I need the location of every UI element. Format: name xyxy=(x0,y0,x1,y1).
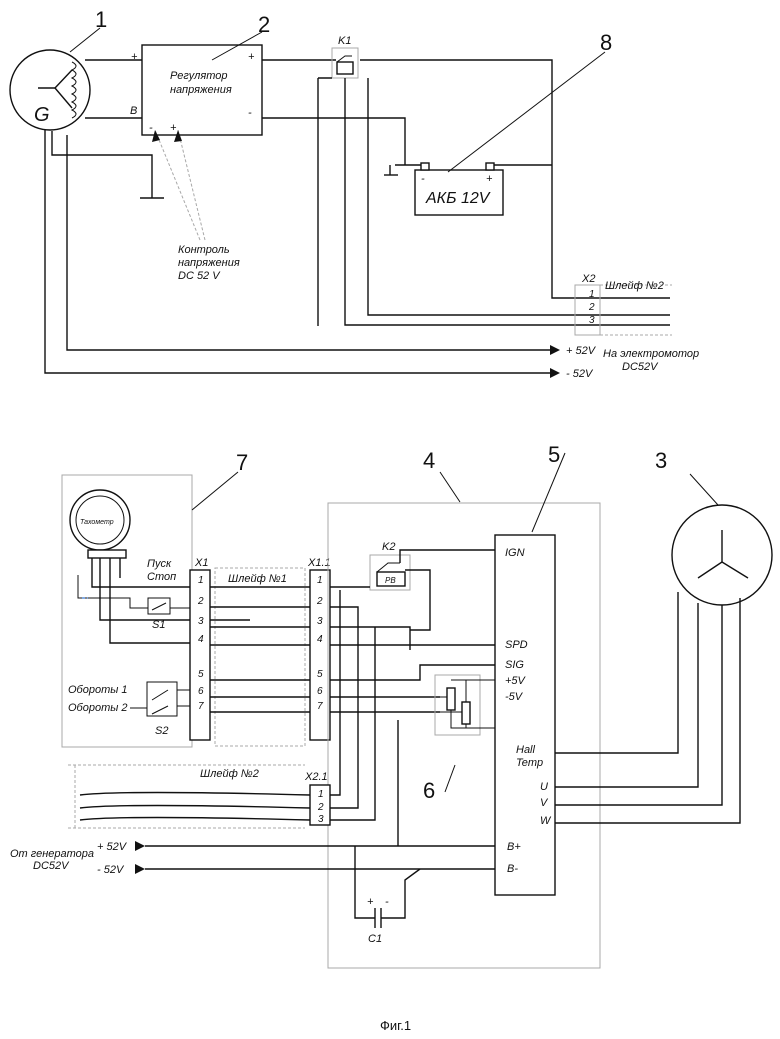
tachometer: Тахометр xyxy=(70,490,130,558)
x2-pin-2: 2 xyxy=(588,302,595,313)
x1-1-pin-7: 7 xyxy=(317,701,323,712)
x2-label: X2 xyxy=(581,273,595,285)
capacitor-minus: - xyxy=(385,896,389,908)
voltage-regulator: Регулятор напряжения + - - + xyxy=(142,45,262,135)
x2-1-pin-1: 1 xyxy=(318,789,324,800)
pin-b-plus: B+ xyxy=(507,841,521,853)
x1-1-pin-5: 5 xyxy=(317,669,323,680)
callout-8: 8 xyxy=(600,30,612,55)
pin-spd: SPD xyxy=(505,639,528,651)
to-motor-line2: DC52V xyxy=(622,361,659,373)
motor-controller: IGN SPD SIG +5V -5V Hall Temp U V W B+ B… xyxy=(495,535,555,895)
x1-1-label: X1.1 xyxy=(307,557,331,569)
x2-1-label: X2.1 xyxy=(304,771,328,783)
tachometer-label: Тахометр xyxy=(80,519,114,526)
regulator-minus-ctrl: - xyxy=(149,122,153,134)
regulator-minus-out: - xyxy=(248,107,252,119)
battery: АКБ 12V - + xyxy=(415,163,503,215)
x1-pin-2: 2 xyxy=(197,596,204,607)
battery-plus: + xyxy=(486,173,493,185)
pin-minus-5v: -5V xyxy=(505,691,524,703)
connector-x1: X1 1 2 3 4 5 6 7 xyxy=(190,557,210,740)
callout-7: 7 xyxy=(236,450,248,475)
generator: G xyxy=(10,50,90,130)
output-plus-52v: + 52V xyxy=(566,345,597,357)
callout-5: 5 xyxy=(548,442,560,467)
callout-4: 4 xyxy=(423,448,435,473)
x1-pin-3: 3 xyxy=(198,616,204,627)
pin-plus-5v: +5V xyxy=(505,675,527,687)
regulator-line1: Регулятор xyxy=(170,70,228,82)
x1-1-pin-4: 4 xyxy=(317,634,323,645)
x1-label: X1 xyxy=(194,557,208,569)
switch-s1-label: S1 xyxy=(152,619,165,631)
callout-1: 1 xyxy=(95,7,107,32)
x1-pin-4: 4 xyxy=(198,634,204,645)
generator-plus-label: + xyxy=(131,51,138,63)
generator-b-label: B xyxy=(130,105,137,117)
start-label: Пуск xyxy=(147,558,172,570)
to-motor-line1: На электромотор xyxy=(603,348,699,360)
output-minus-52v: - 52V xyxy=(566,368,594,380)
capacitor-c1: + - C1 xyxy=(355,846,420,945)
x2-1-pin-3: 3 xyxy=(318,814,324,825)
input-plus-52v: + 52V xyxy=(97,841,128,853)
x1-1-pin-6: 6 xyxy=(317,686,323,697)
input-minus-52v: - 52V xyxy=(97,864,125,876)
relay-k2: PB K2 xyxy=(370,541,410,590)
cable-1-label: Шлейф №1 xyxy=(228,573,287,585)
x2-cable-label: Шлейф №2 xyxy=(605,280,664,292)
callout-2: 2 xyxy=(258,12,270,37)
connector-x2-1: X2.1 1 2 3 xyxy=(304,771,330,825)
potentiometer-block xyxy=(435,675,495,735)
control-line2: напряжения xyxy=(178,257,240,269)
battery-label: АКБ 12V xyxy=(425,190,491,207)
capacitor-plus: + xyxy=(367,896,374,908)
from-generator-line1: От генератора xyxy=(10,848,94,860)
pin-sig: SIG xyxy=(505,659,524,671)
pin-hall: Hall xyxy=(516,744,536,756)
figure-caption: Фиг.1 xyxy=(380,1018,411,1033)
x2-pin-1: 1 xyxy=(589,289,595,300)
battery-minus: - xyxy=(421,173,425,185)
cable-2-label: Шлейф №2 xyxy=(200,768,259,780)
relay-k2-rb: PB xyxy=(385,576,396,585)
x2-1-pin-2: 2 xyxy=(317,802,324,813)
regulator-plus-ctrl: + xyxy=(170,122,177,134)
x1-1-pin-1: 1 xyxy=(317,575,323,586)
pin-b-minus: B- xyxy=(507,863,518,875)
from-generator-line2: DC52V xyxy=(33,860,70,872)
capacitor-label: C1 xyxy=(368,933,382,945)
electric-motor xyxy=(672,505,772,605)
regulator-line2: напряжения xyxy=(170,84,232,96)
x2-pin-3: 3 xyxy=(589,315,595,326)
pin-w: W xyxy=(540,815,552,827)
relay-k1: K1 xyxy=(332,35,358,78)
pin-u: U xyxy=(540,781,548,793)
relay-k2-label: K2 xyxy=(382,541,395,553)
callout-3: 3 xyxy=(655,448,667,473)
speed-2-label: Обороты 2 xyxy=(68,702,128,714)
relay-k1-label: K1 xyxy=(338,35,351,47)
x1-pin-1: 1 xyxy=(198,575,204,586)
generator-letter: G xyxy=(34,104,50,126)
regulator-plus-out: + xyxy=(248,51,255,63)
stop-label: Стоп xyxy=(147,571,176,583)
control-line3: DC 52 V xyxy=(178,270,221,282)
pin-temp: Temp xyxy=(516,757,543,769)
x1-1-pin-2: 2 xyxy=(316,596,323,607)
x1-pin-6: 6 xyxy=(198,686,204,697)
connector-x1-1: X1.1 1 2 3 4 5 6 7 xyxy=(307,557,331,740)
cable-1-frame xyxy=(215,568,305,746)
pin-ign: IGN xyxy=(505,547,525,559)
callout-6: 6 xyxy=(423,778,435,803)
x1-pin-5: 5 xyxy=(198,669,204,680)
speed-1-label: Обороты 1 xyxy=(68,684,128,696)
switch-s2-label: S2 xyxy=(155,725,168,737)
x1-1-pin-3: 3 xyxy=(317,616,323,627)
control-line1: Контроль xyxy=(178,244,230,256)
x1-pin-7: 7 xyxy=(198,701,204,712)
